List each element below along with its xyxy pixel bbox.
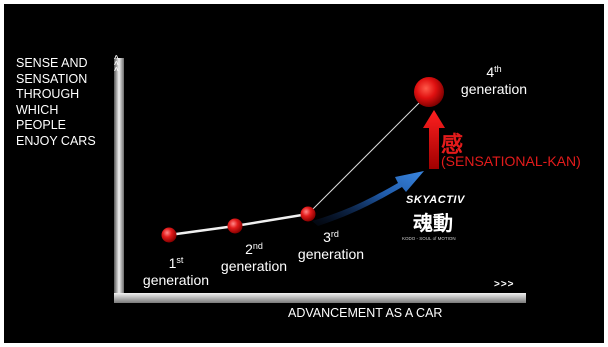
gen3-ball: [300, 206, 316, 222]
x-axis-label: ADVANCEMENT AS A CAR: [288, 306, 443, 320]
skyactiv-arrow: [312, 171, 424, 226]
y-axis-arrows: ^ ^ ^: [114, 54, 119, 75]
trend-line: [307, 92, 430, 215]
y-axis-label: SENSE AND SENSATION THROUGH WHICH PEOPLE…: [16, 56, 96, 148]
kan-character: 感: [441, 132, 464, 158]
slide-background: [4, 4, 604, 343]
y-axis: [114, 58, 124, 302]
kodo-subtitle: KODO - SOUL of MOTION: [402, 236, 456, 241]
x-axis: [114, 293, 526, 303]
gen2-ball: [227, 218, 243, 234]
gen4-ball: [414, 77, 444, 107]
gen1-ball: [161, 227, 177, 243]
kodo-logo: 魂動: [413, 211, 453, 235]
kan-label: (SENSATIONAL-KAN): [441, 153, 581, 169]
kan-arrow: [423, 110, 445, 169]
skyactiv-logo: SKYACTIV: [406, 194, 465, 206]
x-axis-arrows: >>>: [494, 279, 515, 290]
